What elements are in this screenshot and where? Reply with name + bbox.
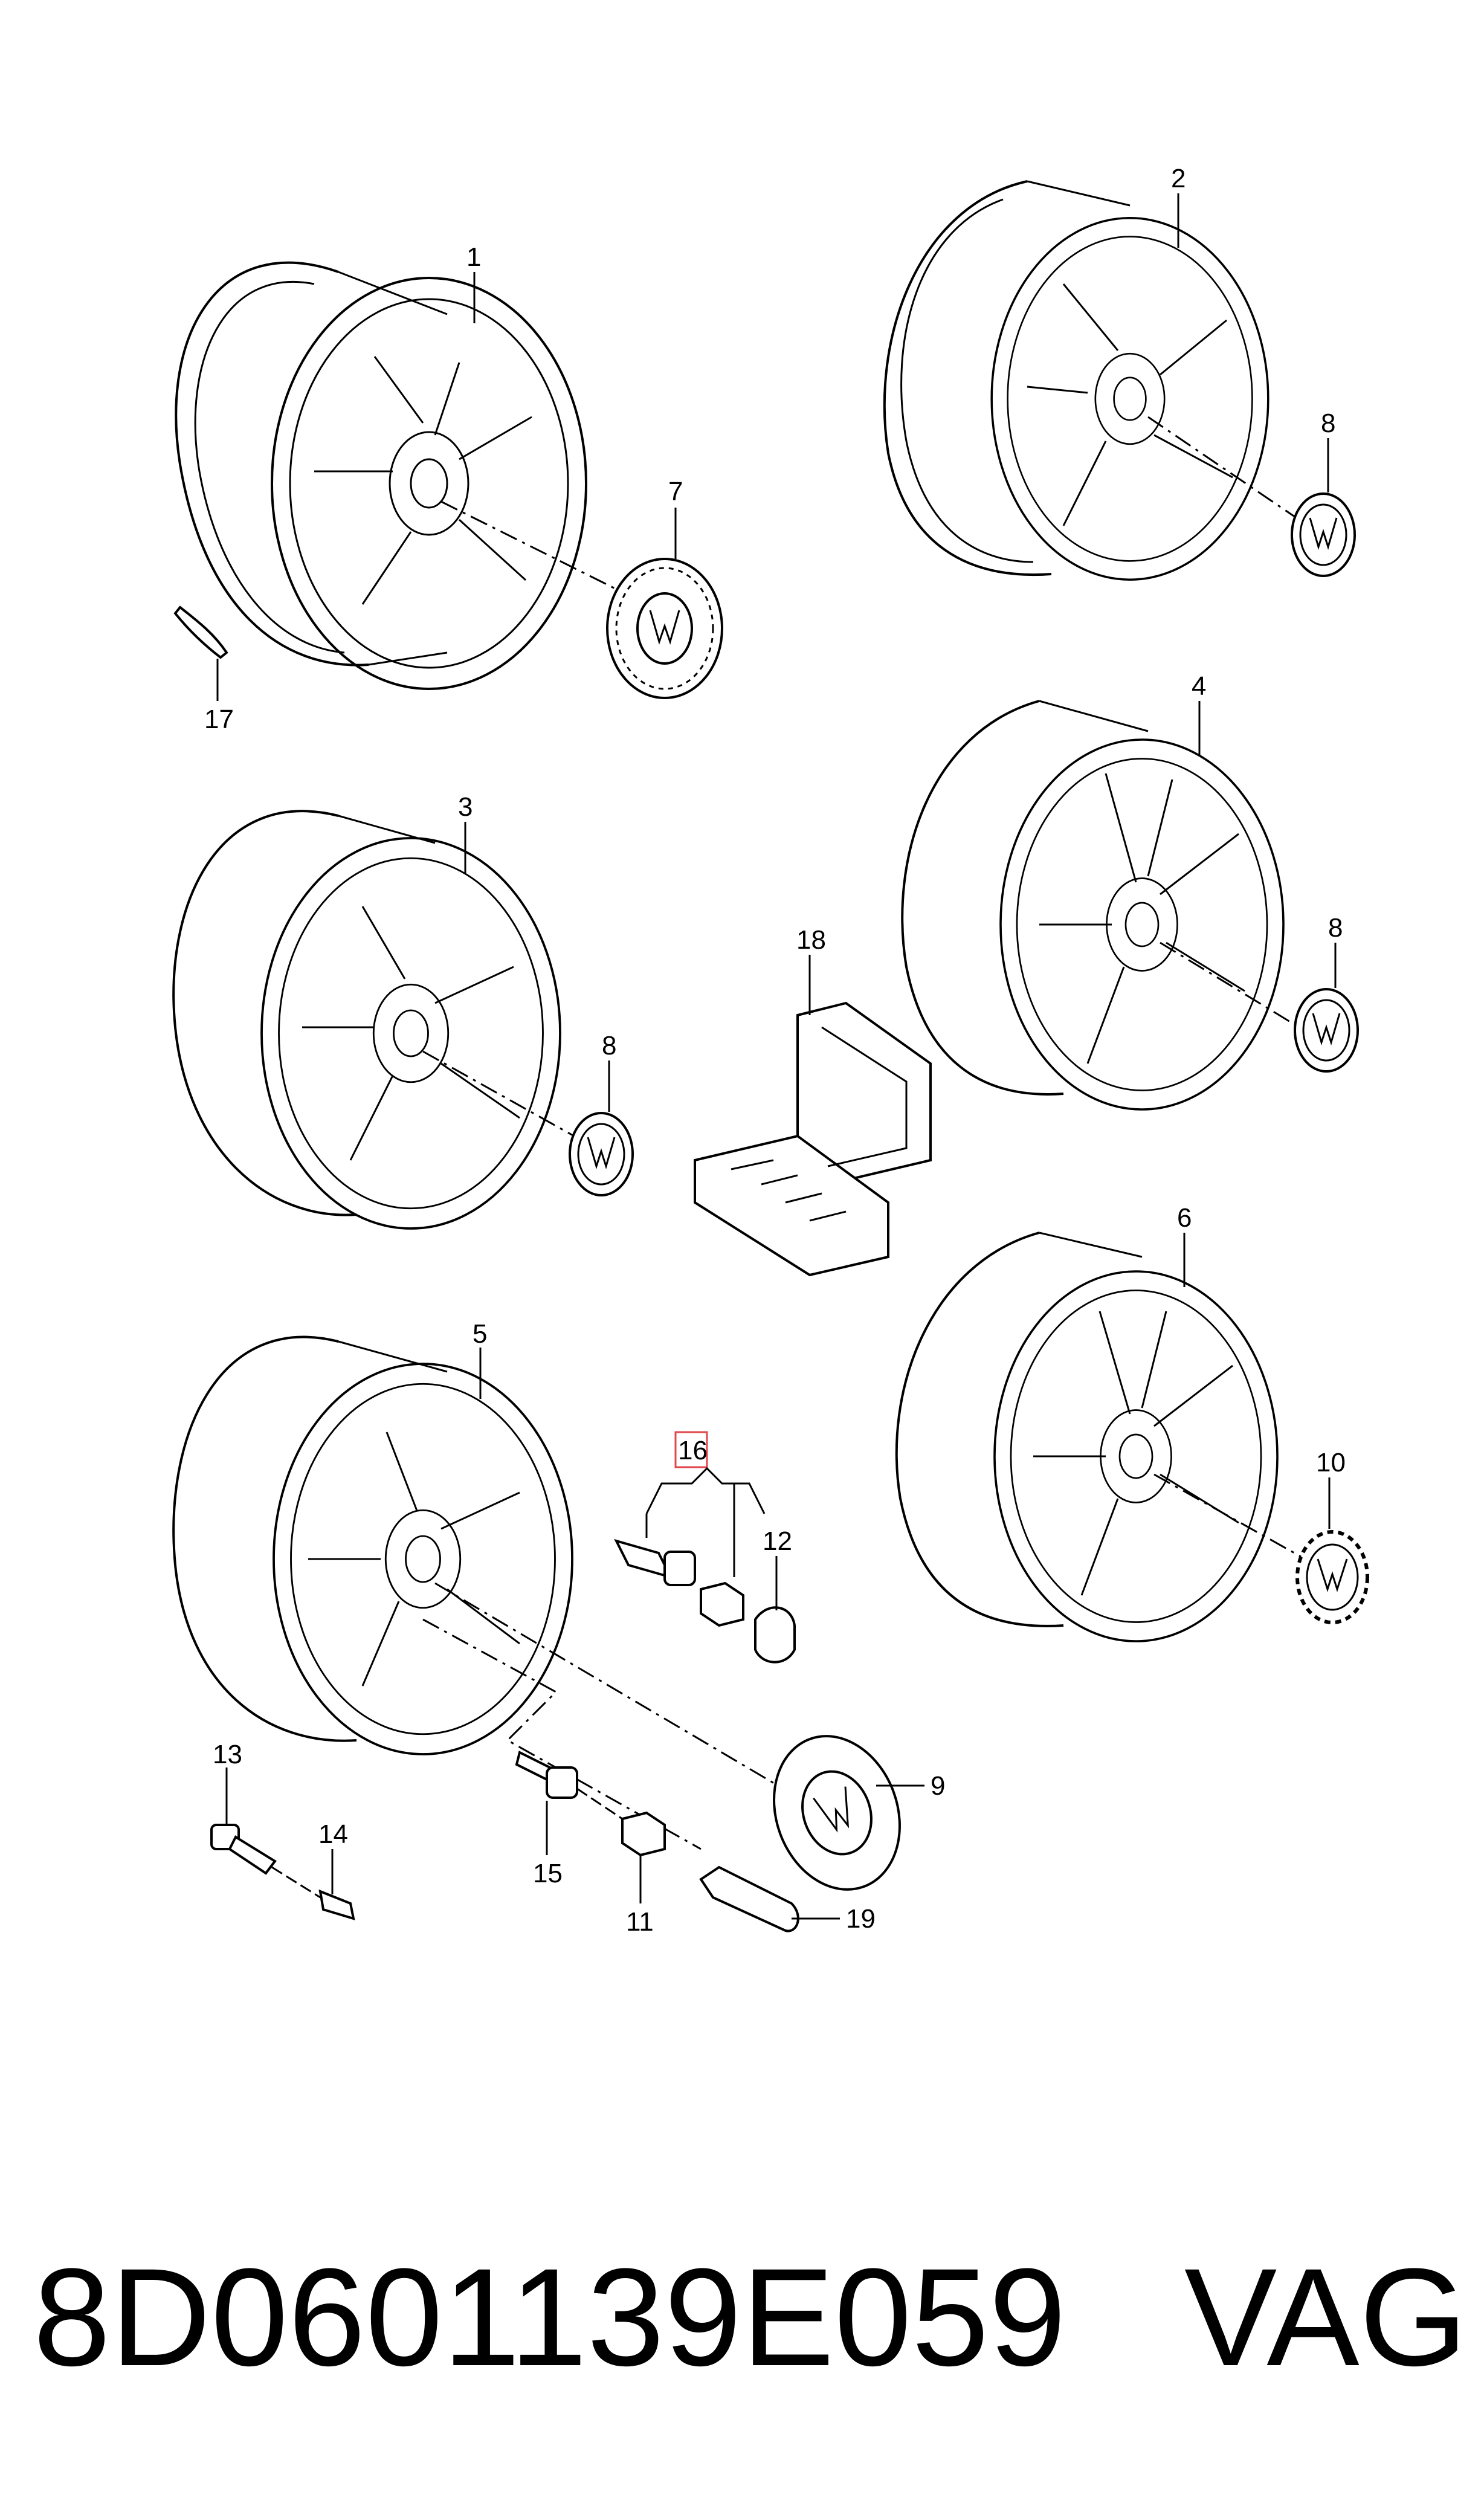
callout-17: 17 — [204, 705, 234, 734]
callout-13: 13 — [213, 1740, 242, 1769]
part-8-center-cap-a — [1291, 492, 1356, 577]
callout-1: 1 — [466, 242, 481, 272]
callout-2: 2 — [1171, 164, 1186, 193]
part-12-cap — [754, 1606, 796, 1664]
callout-19: 19 — [846, 1904, 876, 1934]
locking-nut — [700, 1581, 744, 1627]
part-7-hubcap — [606, 558, 723, 699]
callout-8a: 8 — [1321, 408, 1335, 438]
callout-12: 12 — [763, 1526, 792, 1556]
callout-16: 16 — [678, 1436, 708, 1465]
part-18-kit-case — [694, 1001, 932, 1277]
part-number: 8D0601139E059 — [33, 2239, 1066, 2395]
group-bracket — [645, 1467, 766, 1514]
callout-15: 15 — [533, 1859, 563, 1888]
wheel-5 — [172, 1335, 573, 1755]
axis-line — [576, 1787, 623, 1820]
axis-line — [1160, 941, 1300, 1028]
part-16-highlight-box — [674, 1431, 708, 1468]
wheel-6 — [895, 1232, 1279, 1642]
axis-line — [422, 1050, 575, 1137]
brand-label: VAG — [1184, 2239, 1468, 2395]
wheel-2 — [883, 180, 1269, 581]
part-11-nut — [621, 1811, 666, 1857]
callout-9: 9 — [931, 1771, 945, 1801]
callout-18: 18 — [796, 925, 826, 955]
part-14-valve-core — [318, 1889, 355, 1920]
axis-line — [422, 1618, 702, 1850]
axis-line — [1153, 1473, 1306, 1560]
wheel-3 — [172, 810, 561, 1230]
axis-line — [434, 1582, 804, 1802]
callout-8b: 8 — [602, 1031, 616, 1060]
axis-line — [271, 1866, 321, 1899]
callout-11: 11 — [626, 1907, 654, 1937]
part-10-center-cap — [1295, 1530, 1369, 1624]
callout-14: 14 — [318, 1819, 348, 1849]
callout-10: 10 — [1316, 1448, 1346, 1477]
callout-4: 4 — [1192, 671, 1206, 701]
part-8-center-cap-c — [1294, 988, 1359, 1073]
wheel-1 — [175, 261, 587, 690]
part-19-puller-tool — [699, 1865, 799, 1932]
callout-8c: 8 — [1328, 913, 1343, 943]
part-17-weight — [173, 605, 228, 701]
part-13-valve — [210, 1824, 277, 1875]
part-9-center-plate — [773, 1735, 901, 1891]
callout-5: 5 — [473, 1319, 487, 1349]
part-8-center-cap-b — [569, 1112, 634, 1196]
wheel-4 — [901, 700, 1285, 1111]
callout-7: 7 — [668, 477, 683, 506]
callout-3: 3 — [458, 792, 473, 822]
part-15-wheel-bolt — [515, 1751, 578, 1799]
callout-6: 6 — [1177, 1203, 1192, 1233]
locking-bolt — [614, 1538, 696, 1586]
axis-line — [1147, 416, 1300, 521]
axis-line — [440, 500, 647, 605]
